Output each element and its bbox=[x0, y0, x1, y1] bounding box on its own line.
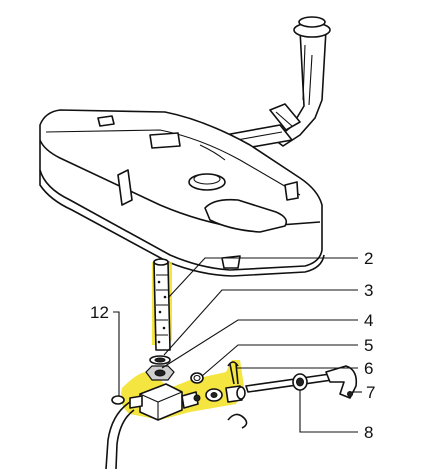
valve-bushing bbox=[225, 385, 246, 403]
leader-line-2 bbox=[167, 257, 358, 299]
leader-line-8 bbox=[299, 390, 358, 433]
callout-6: 6 bbox=[364, 359, 373, 378]
callout-4: 4 bbox=[364, 311, 373, 330]
callout-2: 2 bbox=[364, 249, 373, 268]
o-ring bbox=[190, 372, 204, 384]
fuel-tap-valve bbox=[129, 383, 201, 421]
leader-lines bbox=[113, 257, 362, 433]
sealing-washer bbox=[149, 355, 171, 365]
leader-line-3 bbox=[163, 289, 358, 356]
callout-12: 12 bbox=[90, 303, 109, 322]
fuel-tank bbox=[39, 109, 325, 277]
callout-3: 3 bbox=[364, 281, 373, 300]
leader-line-4 bbox=[161, 319, 358, 369]
fuel-hose bbox=[105, 395, 135, 469]
callout-5: 5 bbox=[364, 336, 373, 355]
leader-line-12 bbox=[113, 311, 120, 396]
callout-labels: 2 3 4 5 6 7 8 12 bbox=[90, 249, 375, 442]
leader-line-5 bbox=[201, 344, 358, 377]
fuel-pickup-filter bbox=[153, 258, 171, 351]
rod-washer bbox=[292, 373, 308, 391]
callout-8: 8 bbox=[364, 423, 373, 442]
callout-7: 7 bbox=[366, 383, 375, 402]
hex-nut bbox=[145, 365, 175, 381]
operating-rod bbox=[245, 365, 358, 399]
retaining-pin bbox=[227, 361, 239, 385]
valve-seal bbox=[205, 388, 223, 402]
spring-clip bbox=[227, 413, 248, 429]
